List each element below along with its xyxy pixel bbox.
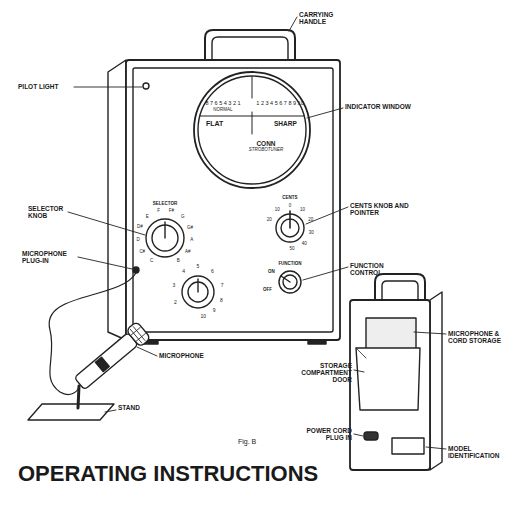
dial-marking: D [130,238,146,243]
dial-marking: G# [182,226,198,231]
dial-marking: C [144,259,160,264]
panel-marking: 1 2 3 4 5 6 7 8 9 10 [255,100,305,106]
dial-marking: A [184,238,200,243]
dial-marking: 50 [284,247,300,252]
part-label: PILOT LIGHT [18,83,72,90]
dial-marking: F# [163,209,179,214]
dial-marking: 20 [303,218,319,223]
part-label: STORAGE COMPARTMENT DOOR [282,362,352,383]
panel-marking: OFF [263,288,272,293]
dial-marking: 40 [296,242,312,247]
dial-marking: G [175,215,191,220]
part-label: CARRYING HANDLE [299,11,359,25]
dial-marking: 9 [206,308,222,314]
part-label: SELECTOR KNOB [28,205,68,219]
panel-marking: FUNCTION [270,262,310,267]
part-label: MODEL IDENTIFICATION [448,445,516,459]
part-label: MICROPHONE & CORD STORAGE [448,330,514,344]
part-label: STAND [118,404,140,411]
panel-marking: SELECTOR [143,202,187,207]
part-label: CENTS KNOB AND POINTER [350,202,410,216]
panel-marking: CONN [246,140,286,147]
dial-marking: 7 [214,283,230,289]
dial-marking: 0 [282,204,298,209]
dial-marking: 20 [261,218,277,223]
dial-marking: 2 [167,300,183,306]
dial-marking: 4 [176,269,192,275]
panel-marking: SHARP [274,120,297,127]
dial-marking: 3 [166,283,182,289]
dial-marking: 5 [190,264,206,270]
dial-marking: D# [132,225,148,230]
panel-marking: STROBOTUNER [238,148,294,153]
dial-marking: 10 [295,208,311,213]
dial-marking: 10 [195,314,211,320]
panel-marking: ON [268,270,275,275]
dial-marking: E [139,215,155,220]
section-heading: OPERATING INSTRUCTIONS [18,462,318,486]
dial-marking: 6 [204,269,220,275]
panel-marking: NORMAL [203,108,243,113]
dial-marking: A# [180,250,196,255]
panel-marking: CENTS [275,196,305,201]
dial-marking: 8 [213,298,229,304]
part-label: MICROPHONE [159,352,204,359]
dial-marking: F [151,209,167,214]
part-label: MICROPHONE PLUG-IN [22,250,77,264]
dial-marking: C# [134,250,150,255]
panel-marking: 8 7 6 5 4 3 2 1 [198,100,248,106]
part-label: INDICATOR WINDOW [345,103,415,110]
part-label: POWER CORD PLUG IN [294,427,352,441]
dial-marking: 10 [269,208,285,213]
dial-marking: B [170,259,186,264]
panel-marking: FLAT [206,120,223,128]
figure-caption: Fig. B [238,438,256,446]
dial-marking: 30 [303,231,319,236]
part-label: FUNCTION CONTROL [350,262,408,276]
